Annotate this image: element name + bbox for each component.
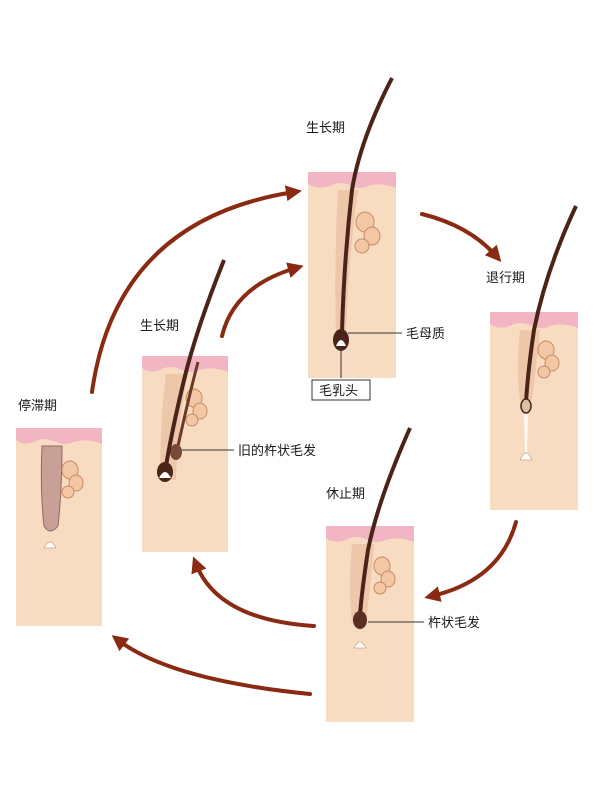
old-club-hair-bulb	[170, 444, 182, 460]
arrow-stagnation-to-anagen-top	[90, 185, 302, 394]
leader-lines	[182, 332, 424, 623]
sebaceous-gland	[354, 211, 381, 254]
dermal-papilla	[159, 472, 171, 478]
hair-shaft	[358, 427, 412, 615]
dermal-papilla	[43, 541, 57, 549]
sebaceous-gland	[373, 556, 396, 595]
panel-catagen	[490, 205, 578, 510]
hair-bulb	[520, 398, 532, 414]
label-old-club-hair: 旧的杵状毛发	[238, 443, 316, 459]
arrow-telogen-to-stagnation	[111, 635, 312, 696]
panel-anagen-left	[142, 259, 228, 552]
label-stagnation: 停滞期	[18, 398, 57, 414]
hair-shaft	[164, 259, 226, 467]
hair-shaft	[340, 77, 394, 333]
arrow-catagen-to-telogen	[424, 520, 518, 602]
panel-telogen	[326, 427, 414, 722]
label-dermal-papilla-box	[311, 379, 371, 401]
sebaceous-gland	[537, 340, 560, 379]
label-telogen: 休止期	[326, 487, 365, 502]
label-hair-matrix: 毛母质	[406, 327, 445, 342]
hair-shaft	[524, 205, 578, 403]
panel-stagnation	[16, 428, 102, 626]
empty-follicle	[40, 445, 63, 532]
label-dermal-papilla: 毛乳头	[319, 384, 358, 399]
arrow-anagen-left-to-anagen-top	[220, 262, 304, 338]
cycle-arrows	[90, 185, 518, 696]
old-club-hair-shaft	[176, 361, 200, 447]
dermal-papilla	[519, 452, 533, 461]
label-club-hair: 杵状毛发	[428, 615, 480, 631]
arrow-telogen-to-anagen-left	[191, 556, 316, 628]
label-anagen-top: 生长期	[306, 121, 345, 136]
dermal-papilla	[353, 641, 367, 649]
arrow-anagen-to-catagen	[420, 212, 502, 263]
dermal-papilla	[336, 340, 346, 346]
label-catagen: 退行期	[486, 271, 525, 286]
club-hair-bulb	[353, 611, 367, 629]
label-anagen-left: 生长期	[140, 319, 179, 334]
sebaceous-gland	[61, 460, 84, 499]
panel-anagen-top	[308, 77, 396, 378]
